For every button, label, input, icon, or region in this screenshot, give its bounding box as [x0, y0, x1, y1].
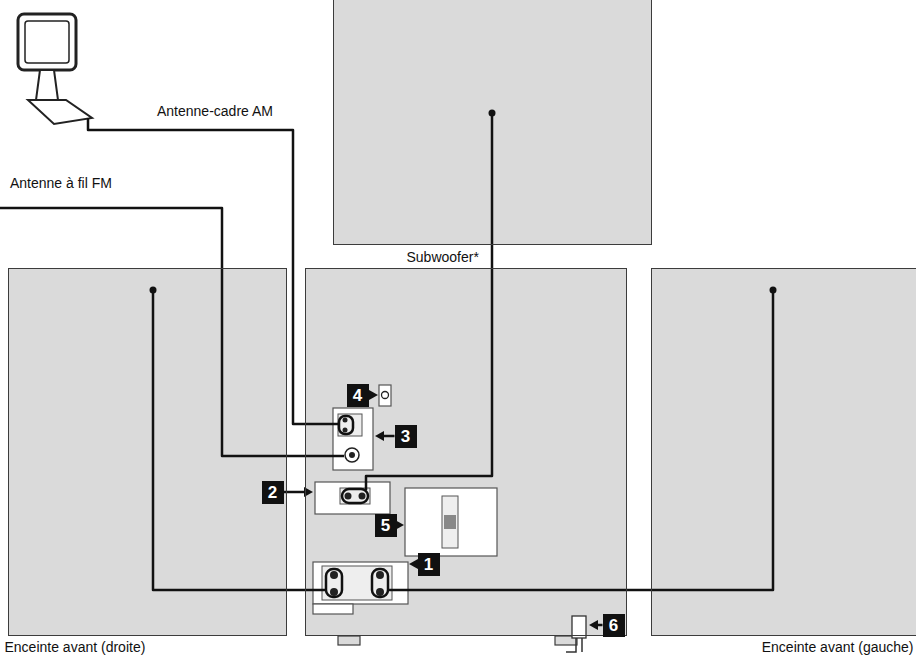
- subwoofer-terminal-block: [340, 488, 370, 504]
- callout-number: 1: [418, 553, 440, 576]
- loop-antenna-inner: [25, 21, 69, 63]
- terminal: [343, 428, 348, 433]
- voltage-switch-slot: [442, 496, 458, 548]
- main-unit-fill: [305, 268, 627, 636]
- am-antenna-wire: [88, 118, 339, 424]
- loop-antenna-base: [28, 100, 92, 124]
- loop-antenna-stand: [36, 70, 58, 100]
- part-name: Enceinte avant (gauche): [762, 639, 914, 655]
- fm-jack-pin: [349, 452, 355, 458]
- subwoofer-wire-loop: [342, 489, 368, 503]
- antenna-label: Antenne-cadre AM: [157, 103, 273, 119]
- speaker-wire: [153, 290, 326, 590]
- part-name: Enceinte avant (droite): [5, 639, 146, 655]
- power-cord: [566, 638, 582, 652]
- subwoofer-terminal-panel: [315, 482, 390, 514]
- terminal: [345, 493, 352, 500]
- speaker-wire-loop: [372, 569, 388, 597]
- callout-number: 3: [395, 425, 417, 448]
- speaker-fill: [651, 268, 916, 636]
- voltage-switch-panel: [405, 488, 497, 556]
- wire-origin-dot: [770, 287, 777, 294]
- voltage-switch-slider: [444, 515, 456, 529]
- speaker-wire-loop: [326, 569, 342, 597]
- callout-arrowhead: [589, 620, 598, 630]
- power-plug: [572, 616, 586, 638]
- callout-number: 2: [262, 481, 284, 504]
- speaker-box: Enceinte avant (gauche): [651, 268, 916, 636]
- terminal: [343, 418, 348, 423]
- terminal: [330, 571, 338, 579]
- connection-wire: [287, 589, 305, 592]
- callout-leader: [384, 435, 395, 438]
- subwoofer-wire: [366, 113, 492, 490]
- speaker-wire: [388, 290, 773, 590]
- callout-number: 5: [375, 514, 397, 537]
- callout-arrowhead: [369, 390, 378, 400]
- part-name: Subwoofer*: [407, 249, 479, 265]
- speaker-fill: [8, 268, 287, 636]
- fm-jack: [345, 448, 359, 462]
- callout-arrowhead: [375, 431, 384, 441]
- audio-jack-hole: [382, 392, 389, 399]
- speaker-box: Enceinte avant (droite): [8, 268, 287, 636]
- speaker-terminal-block: [322, 566, 392, 600]
- terminal: [359, 493, 366, 500]
- am-terminal-block: [338, 414, 362, 436]
- connection-wire: [491, 245, 494, 268]
- wire-origin-dot: [150, 287, 157, 294]
- connection-wire: [627, 589, 651, 592]
- terminal: [376, 571, 384, 579]
- wire-origin-dot: [489, 110, 496, 117]
- am-wire-loop: [339, 416, 353, 434]
- loop-antenna-frame: [18, 14, 76, 70]
- fm-antenna-wire: [0, 208, 344, 456]
- terminal: [330, 588, 338, 596]
- main-unit: 123456: [305, 268, 627, 636]
- speaker-terminal-tab: [313, 604, 353, 614]
- speaker-terminal-panel: [313, 562, 408, 604]
- subwoofer-box: Subwoofer*: [333, 0, 652, 245]
- callout-number: 6: [603, 614, 625, 637]
- callout-number: 4: [347, 384, 369, 407]
- audio-jack: [379, 385, 391, 406]
- unit-foot: [338, 636, 360, 645]
- antenna-terminal-panel: [333, 408, 373, 470]
- antenna-label: Antenne à fil FM: [10, 175, 112, 191]
- terminal: [376, 588, 384, 596]
